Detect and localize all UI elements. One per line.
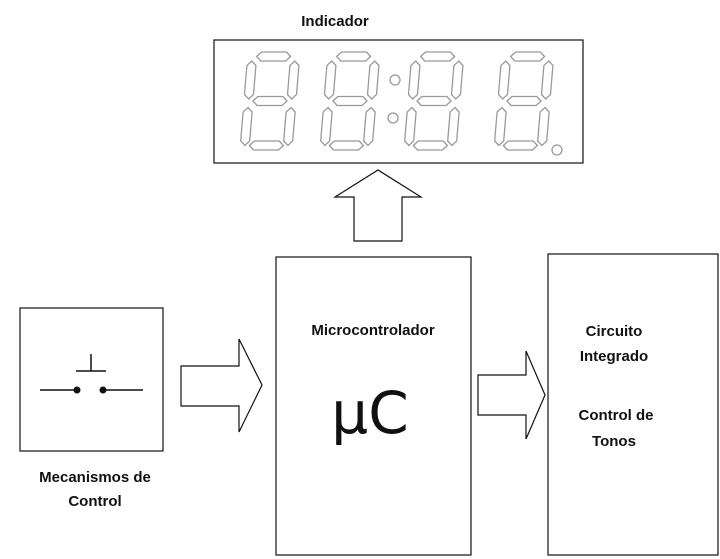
segment-a	[419, 51, 456, 62]
segment-a	[255, 51, 292, 62]
segment-e	[320, 106, 333, 147]
microcontroller-box	[275, 256, 472, 556]
digit-3	[404, 51, 464, 151]
segment-e	[494, 106, 507, 147]
ic-label-line4: Tonos	[592, 433, 636, 450]
segment-d	[502, 140, 539, 151]
segment-g	[506, 95, 542, 107]
ic-label-line1: Circuito	[586, 323, 643, 340]
microcontroller-symbol: μC	[331, 379, 408, 447]
segment-a	[509, 51, 546, 62]
control-label-line2: Control	[68, 493, 121, 510]
segment-d	[328, 140, 365, 151]
seven-segment-digits	[240, 51, 554, 151]
segment-b	[286, 60, 300, 100]
segment-b	[366, 60, 380, 100]
segment-d	[412, 140, 449, 151]
segment-e	[404, 106, 417, 147]
colon-dot-lower	[387, 112, 399, 124]
segment-g	[416, 95, 452, 107]
control-label-line1: Mecanismos de	[39, 469, 151, 486]
segment-b	[450, 60, 464, 100]
indicator-title: Indicador	[301, 13, 369, 30]
digit-4	[494, 51, 554, 151]
digit-1	[240, 51, 300, 151]
segment-c	[363, 106, 376, 147]
segment-f	[407, 60, 421, 100]
pushbutton-switch-icon	[40, 354, 143, 394]
segment-f	[243, 60, 257, 100]
segment-e	[240, 106, 253, 147]
segment-c	[537, 106, 550, 147]
integrated-circuit-box	[547, 253, 719, 556]
digit-2	[320, 51, 380, 151]
microcontroller-title: Microcontrolador	[311, 322, 435, 339]
segment-c	[283, 106, 296, 147]
segment-c	[447, 106, 460, 147]
right-arrow-control-to-mcu	[180, 338, 263, 433]
segment-d	[248, 140, 285, 151]
segment-g	[252, 95, 288, 107]
ic-label-line3: Control de	[579, 407, 654, 424]
segment-b	[540, 60, 554, 100]
segment-f	[497, 60, 511, 100]
up-arrow	[332, 169, 424, 242]
colon-dot-upper	[389, 74, 401, 86]
segment-g	[332, 95, 368, 107]
decimal-point-dot	[551, 144, 563, 156]
segment-f	[323, 60, 337, 100]
segment-a	[335, 51, 372, 62]
ic-label-line2: Integrado	[580, 348, 648, 365]
control-mechanism-box	[19, 307, 164, 452]
right-arrow-mcu-to-ic	[477, 350, 546, 440]
